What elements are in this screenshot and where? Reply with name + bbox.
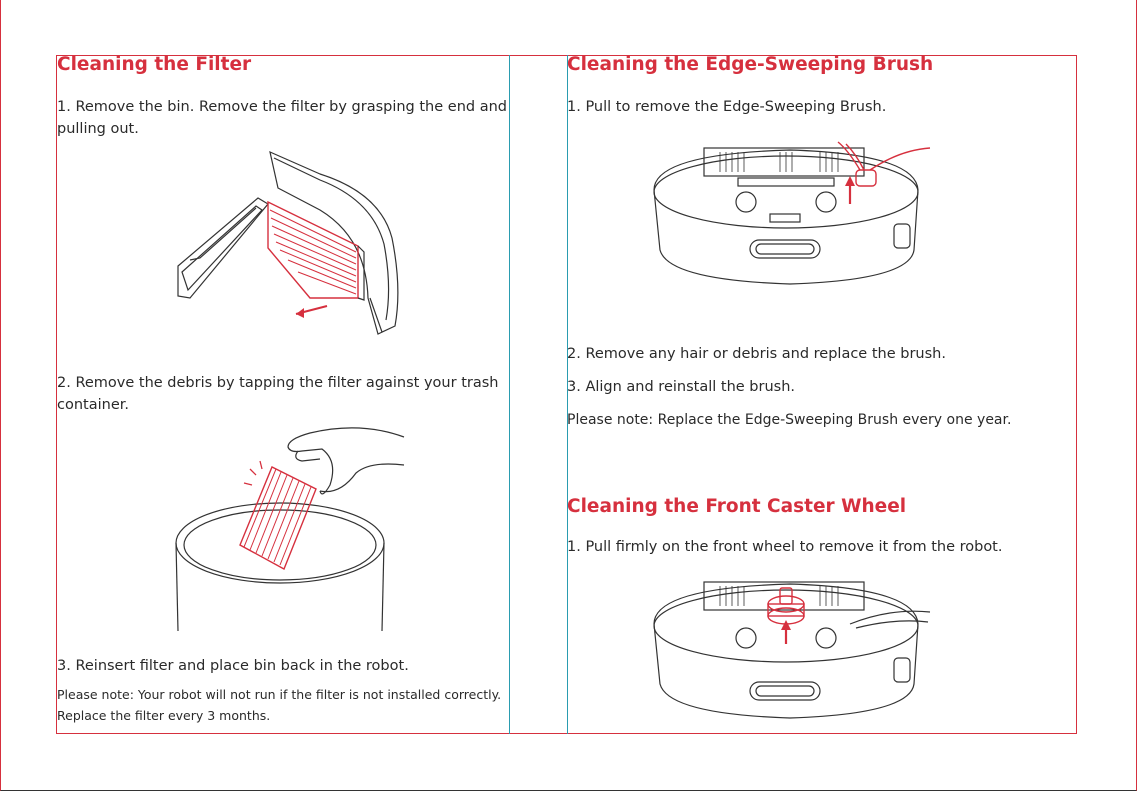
filter-step-2: 2. Remove the debris by tapping the filt…: [57, 375, 499, 413]
column-guide-left: [509, 55, 510, 734]
filter-removal-illustration: [177, 150, 399, 335]
edge-brush-heading: Cleaning the Edge-Sweeping Brush: [567, 54, 934, 75]
filter-note-line-2: Replace the filter every 3 months.: [57, 708, 271, 723]
content-frame: [56, 55, 1077, 734]
filter-step-3: 3. Reinsert filter and place bin back in…: [57, 658, 409, 674]
edge-brush-step-1: 1. Pull to remove the Edge-Sweeping Brus…: [567, 99, 887, 115]
filter-tapping-illustration: [175, 427, 405, 632]
filter-heading: Cleaning the Filter: [57, 54, 252, 75]
edge-brush-step-3: 3. Align and reinstall the brush.: [567, 379, 795, 395]
caster-wheel-step-1: 1. Pull firmly on the front wheel to rem…: [567, 539, 1003, 555]
column-guide-right: [567, 55, 568, 734]
filter-step-1: 1. Remove the bin. Remove the filter by …: [57, 99, 507, 137]
caster-wheel-heading: Cleaning the Front Caster Wheel: [567, 496, 907, 517]
edge-brush-removal-illustration: [653, 141, 931, 285]
edge-brush-step-2: 2. Remove any hair or debris and replace…: [567, 346, 946, 362]
caster-wheel-removal-illustration: [653, 581, 931, 719]
filter-note-line-1: Please note: Your robot will not run if …: [57, 687, 502, 702]
edge-brush-note: Please note: Replace the Edge-Sweeping B…: [567, 412, 1012, 428]
